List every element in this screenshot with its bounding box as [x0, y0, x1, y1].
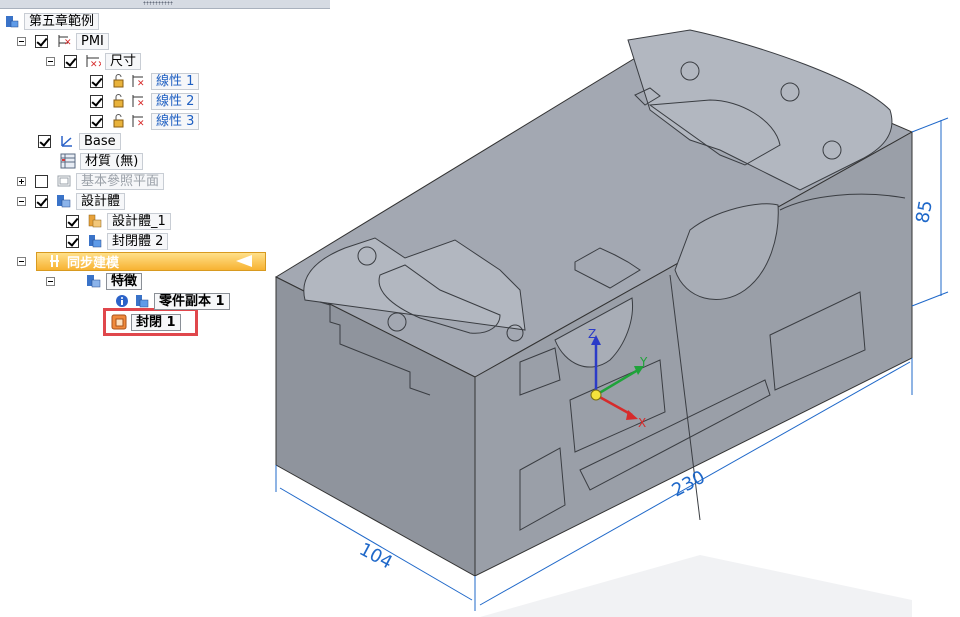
lock-icon [111, 93, 127, 109]
closed-body-icon [87, 233, 103, 249]
checkbox-closed-body-2[interactable] [66, 234, 79, 248]
tree-item-part-copy-1[interactable]: 零件副本 1 [114, 292, 230, 310]
tree-label-part-copy-1: 零件副本 1 [154, 292, 230, 310]
axis-x-line [595, 393, 633, 417]
checkbox-pmi[interactable] [35, 34, 48, 48]
tree-label-linear-3: 線性 3 [151, 112, 200, 130]
coordinate-triad[interactable]: Z Y X [588, 327, 648, 430]
dimension-lines [275, 117, 949, 611]
tree-item-close-1[interactable]: 封閉 1 [111, 313, 181, 331]
reference-plane-icon [56, 173, 72, 189]
design-body-group-icon [56, 193, 72, 209]
linear-dimension-icon: ✕ [131, 93, 147, 109]
tree-item-closed-body-2[interactable]: 封閉體 2 [66, 232, 169, 250]
checkbox-ref-planes[interactable] [35, 174, 48, 188]
tree-label-linear-2: 線性 2 [151, 92, 200, 110]
tree-item-linear-1[interactable]: ✕ 線性 1 [90, 72, 200, 90]
pmi-icon: ✕ [56, 33, 72, 49]
tree-item-base[interactable]: Base [38, 132, 121, 150]
svg-text:✕: ✕ [137, 99, 145, 109]
tree-label-design-bodies: 設計體 [76, 192, 126, 210]
axis-y-line [595, 368, 639, 397]
dimension-icon: ✕✕ [85, 53, 101, 69]
tree-label-design-body-1: 設計體_1 [107, 212, 171, 230]
tree-item-sync-modeling[interactable]: 同步建模 [17, 252, 120, 271]
axis-y-arrow [634, 366, 644, 375]
part-icon [4, 13, 20, 29]
tree-label-sync-modeling: 同步建模 [67, 255, 120, 271]
floor-shadow [480, 555, 912, 617]
svg-text:✕: ✕ [137, 119, 145, 129]
tree-item-dimensions[interactable]: ✕✕ 尺寸 [46, 52, 142, 70]
collapse-toggle-design-bodies[interactable] [17, 196, 26, 206]
material-table-icon [60, 153, 76, 169]
tree-label-close-1: 封閉 1 [131, 313, 181, 331]
axis-y-label: Y [639, 355, 648, 369]
tree-item-linear-3[interactable]: ✕ 線性 3 [90, 112, 200, 130]
tree-item-features[interactable]: 特徵 [46, 272, 143, 290]
tree-label-closed-body-2: 封閉體 2 [107, 232, 169, 250]
panel-grip[interactable] [143, 1, 173, 5]
checkbox-base[interactable] [38, 134, 51, 148]
tree-label-linear-1: 線性 1 [151, 72, 200, 90]
tree-label-features: 特徵 [106, 272, 143, 290]
lock-icon [111, 73, 127, 89]
tree-item-design-bodies[interactable]: 設計體 [17, 192, 126, 210]
front-step-outline [319, 301, 431, 396]
svg-text:✕: ✕ [137, 79, 145, 89]
tree-item-pmi[interactable]: ✕ PMI [17, 32, 109, 50]
panel-titlebar [0, 0, 330, 9]
design-body-icon [87, 213, 103, 229]
selection-callout [103, 308, 198, 336]
sync-modeling-highlight [36, 252, 266, 271]
collapse-toggle-dimensions[interactable] [46, 56, 55, 66]
svg-text:✕: ✕ [64, 38, 72, 48]
checkbox-linear-3[interactable] [90, 114, 103, 128]
tree-item-material[interactable]: 材質 (無) [60, 152, 144, 170]
tree-label-material: 材質 (無) [80, 152, 144, 170]
axis-x-arrow [626, 410, 638, 420]
path-finder-tree: 第五章範例 ✕ PMI ✕✕ 尺寸 ✕ 線性 1 ✕ 線 [0, 0, 300, 340]
axis-z-label: Z [588, 327, 596, 341]
triad-origin [590, 389, 602, 401]
checkbox-design-bodies[interactable] [35, 194, 48, 208]
part-copy-icon [134, 293, 150, 309]
axis-z-arrow [591, 335, 601, 345]
close-feature-icon [111, 314, 127, 330]
features-icon [86, 273, 102, 289]
linear-dimension-icon: ✕ [131, 113, 147, 129]
tree-label-root: 第五章範例 [24, 12, 100, 30]
checkbox-linear-2[interactable] [90, 94, 103, 108]
tree-item-linear-2[interactable]: ✕ 線性 2 [90, 92, 200, 110]
dimension-height-label[interactable]: 85 [912, 199, 937, 225]
top-face-features [303, 29, 893, 342]
lock-icon [111, 113, 127, 129]
right-face-features [519, 193, 906, 531]
collapse-toggle-pmi[interactable] [17, 36, 26, 46]
svg-text:✕✕: ✕✕ [90, 60, 101, 69]
tree-label-base: Base [79, 132, 121, 150]
checkbox-linear-1[interactable] [90, 74, 103, 88]
collapse-toggle-sync-modeling[interactable] [17, 256, 26, 266]
axis-x-label: X [638, 416, 646, 430]
checkbox-design-body-1[interactable] [66, 214, 79, 228]
dimension-width-label[interactable]: 104 [356, 539, 396, 574]
tree-label-ref-planes: 基本參照平面 [76, 172, 165, 190]
tree-label-pmi: PMI [76, 32, 109, 50]
collapse-toggle-features[interactable] [46, 276, 55, 286]
linear-dimension-icon: ✕ [131, 73, 147, 89]
expand-toggle-ref-planes[interactable] [17, 176, 26, 186]
tree-item-root[interactable]: 第五章範例 [4, 12, 100, 30]
coordinate-system-icon [59, 133, 75, 149]
info-icon [114, 293, 130, 309]
tree-item-design-body-1[interactable]: 設計體_1 [66, 212, 171, 230]
synchronous-icon [47, 253, 63, 269]
tree-label-dimensions: 尺寸 [105, 52, 142, 70]
checkbox-dimensions[interactable] [64, 54, 77, 68]
sync-modeling-arrow-icon[interactable] [231, 252, 255, 270]
tree-item-ref-planes[interactable]: 基本參照平面 [17, 172, 165, 190]
